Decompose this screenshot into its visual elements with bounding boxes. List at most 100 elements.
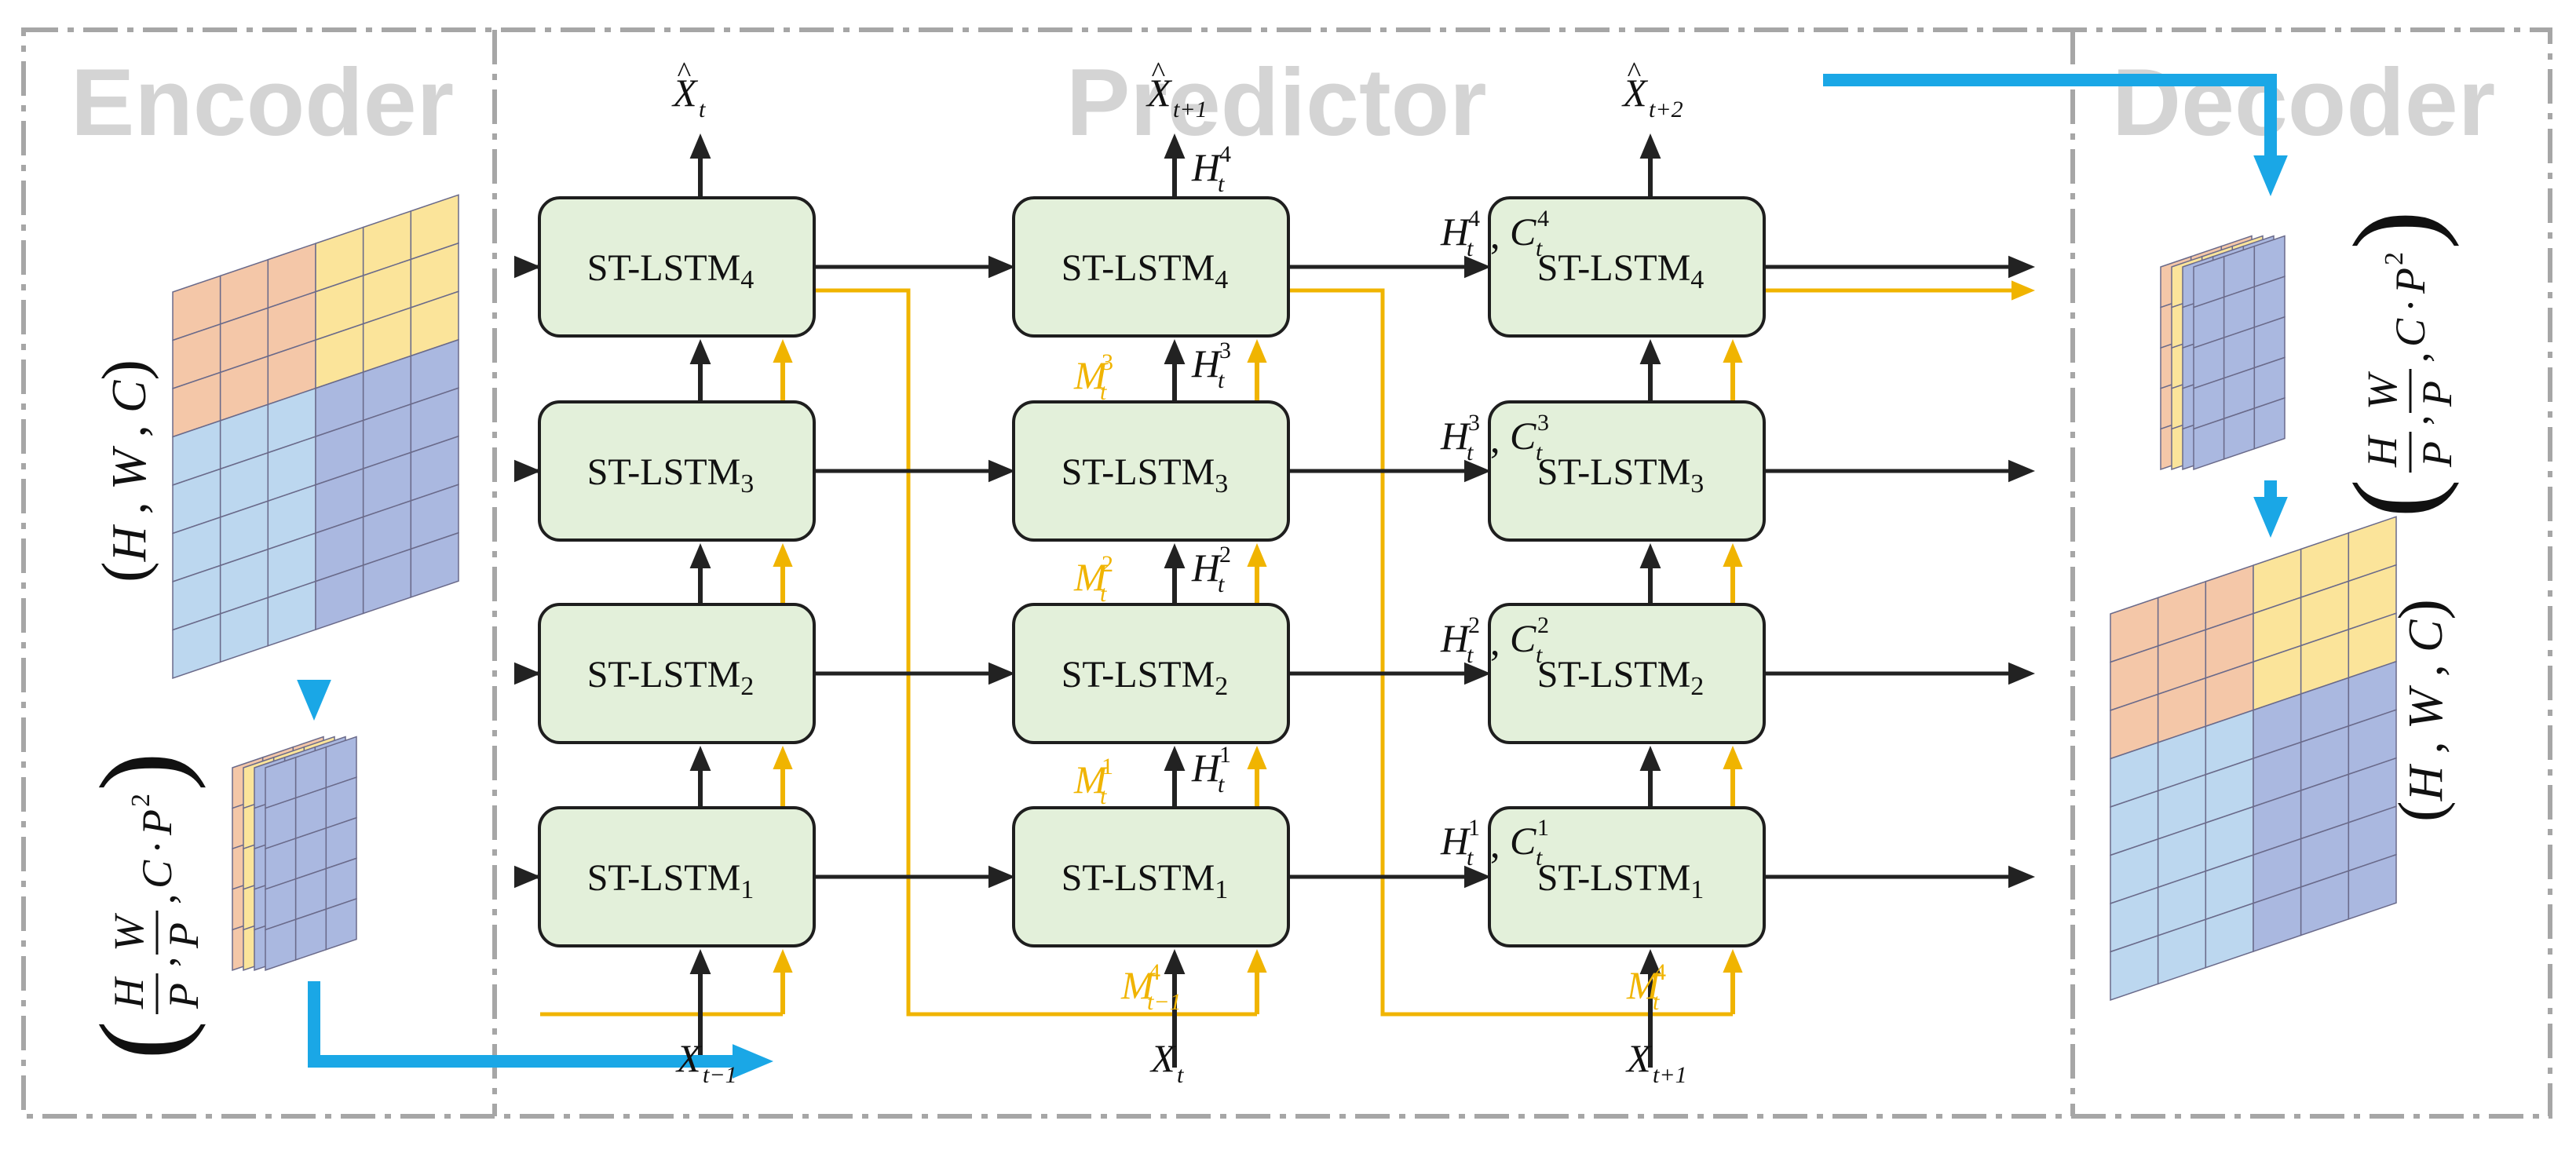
hc-h-label-1: H1t (1440, 815, 1480, 871)
st-lstm-cell: ST-LSTM1 (538, 806, 816, 947)
hc-c-label-2-sub: t (1536, 642, 1543, 668)
st-lstm-cell: ST-LSTM3 (1012, 400, 1290, 542)
st-lstm-cell-label: ST-LSTM2 (1061, 654, 1229, 701)
h-up-label-4: H4t (1191, 141, 1231, 197)
memory-up-c2-l3-head (1247, 339, 1267, 363)
xhat-t-label: X^t (671, 57, 706, 122)
encoder-input-shape-label: (H , W , C) (90, 360, 159, 582)
xhat-t1-label-hat: ^ (1152, 57, 1166, 89)
st-lstm-cell: ST-LSTM1 (1488, 806, 1766, 947)
h-up-label-4-base: H (1191, 145, 1222, 189)
output-state-l4-head (2008, 255, 2035, 279)
memory-up-c3-l1-head (1723, 746, 1743, 769)
st-lstm-cell-box (538, 400, 816, 542)
hc-h-label-1-sub: t (1467, 845, 1474, 871)
st-lstm-cell-box (538, 196, 816, 338)
hc-h-label-3-sub: t (1467, 440, 1474, 465)
hidden-state-c2-l4-head (1464, 255, 1491, 279)
state-flow-arrows (514, 133, 2035, 1068)
st-lstm-cell: ST-LSTM4 (1012, 196, 1290, 338)
x-tm1-label-sub: t−1 (703, 1062, 737, 1088)
xhat-t-label-hat: ^ (678, 57, 692, 89)
predictor-title: Predictor (1066, 49, 1487, 155)
h-up-label-1-sub: t (1218, 772, 1225, 798)
hidden-up-c3-l1-head (1639, 746, 1661, 771)
m-up-label-1-sub: t (1100, 783, 1107, 809)
xhat-t2-label-base: X (1621, 71, 1649, 115)
st-lstm-cell-label: ST-LSTM4 (1537, 247, 1705, 294)
hc-c-label-3-sup: 3 (1537, 410, 1549, 436)
hc-c-label-4-sub: t (1536, 235, 1543, 261)
xhat-t1-label-sub: t+1 (1173, 97, 1208, 122)
memory-cross-2 (1288, 288, 1733, 1017)
decoder-patch-shape-label-frac2-den: P (2413, 381, 2461, 407)
encoder-patch-shape-label-paren-r: ) (76, 752, 206, 791)
predictor-to-decoder-arrow-head (2253, 155, 2288, 196)
hc-h-label-3-sup: 3 (1468, 410, 1480, 436)
encoder-patch-shape-label-pow: 2 (126, 794, 155, 807)
xhat-t1-label: X^t+1 (1145, 57, 1208, 122)
memory-cross-1 (814, 288, 1257, 1017)
encoder-patch-shape-label-comma2: , (137, 894, 184, 905)
memory-flow-lines (540, 280, 2035, 1017)
st-lstm-cell: ST-LSTM2 (1012, 603, 1290, 744)
m-up-label-3-sup: 3 (1102, 349, 1113, 375)
encoder-patch-shape-label-last: C (133, 860, 181, 889)
hc-h-label-2-sub: t (1467, 642, 1474, 668)
st-lstm-cell: ST-LSTM4 (1488, 196, 1766, 338)
st-lstm-cell-box (1488, 400, 1766, 542)
hidden-up-c1-l2-head (689, 543, 711, 568)
st-lstm-cell-label: ST-LSTM1 (1061, 857, 1229, 904)
encoder-patch-shape-label-frac2-num: W (105, 912, 152, 951)
hidden-up-c3-l3-head (1639, 339, 1661, 364)
m-up-label-3-sub: t (1100, 379, 1107, 405)
decoder-patch-shape-label-pow: 2 (2380, 252, 2409, 265)
st-lstm-cell-box (1012, 196, 1290, 338)
memory-up-c3-l3-head (1723, 339, 1743, 363)
decoder-patch-stack (2160, 235, 2286, 471)
xhat-t2-label-sub: t+2 (1649, 97, 1683, 122)
memory-up-c2-l1-head (1247, 746, 1267, 769)
hc-c-label-3-sub: t (1536, 440, 1543, 465)
h-up-label-4-sup: 4 (1219, 141, 1231, 167)
hidden-state-c2-l3-head (1464, 459, 1491, 483)
encoder-decoder-flow (297, 74, 2288, 1079)
decoder-patch-shape-label-frac1-den: P (2413, 441, 2461, 468)
memory-up-c1-l3-head (773, 339, 793, 363)
m-cross-label-1: M4t−1 (1120, 959, 1182, 1015)
hc-comma-3: , (1490, 417, 1500, 461)
st-lstm-cell-label: ST-LSTM3 (1061, 451, 1229, 498)
hidden-up-c1-l1-head (689, 746, 711, 771)
decoder-patch-shape-label-paren-l: ( (2329, 479, 2460, 518)
encoder-down-arrow-head (297, 680, 331, 721)
output-state-l2-head (2008, 662, 2035, 685)
decoder-output-tensor (2110, 516, 2397, 1002)
encoder-patch-shape-label-comma1: , (137, 957, 184, 968)
st-lstm-cell-label: ST-LSTM3 (587, 451, 755, 498)
h-up-label-2: H2t (1191, 542, 1231, 597)
memory-up-c3-l2-head (1723, 543, 1743, 567)
hc-h-label-4-sub: t (1467, 235, 1474, 261)
st-lstm-cell-label: ST-LSTM2 (587, 654, 755, 701)
decoder-output-shape-label-text: (H , W , C) (2387, 599, 2456, 822)
hc-h-label-4-base: H (1440, 210, 1471, 254)
hidden-up-c1-l3-head (689, 339, 711, 364)
m-up-label-2: M2t (1073, 551, 1113, 607)
xhat-t-label-sub: t (699, 97, 706, 122)
st-lstm-cell-box (1488, 196, 1766, 338)
hc-h-label-1-base: H (1440, 819, 1471, 863)
h-up-label-1-sup: 1 (1219, 742, 1231, 768)
encoder-to-predictor-arrow (308, 981, 741, 1068)
decoder-down-arrow-head (2253, 497, 2288, 538)
st-lstm-cell-box (1012, 603, 1290, 744)
hidden-state-c1-l4-head (988, 255, 1015, 279)
h-up-label-2-sup: 2 (1219, 542, 1231, 568)
decoder-title: Decoder (2112, 49, 2495, 155)
hc-comma-4: , (1490, 213, 1500, 257)
m-cross-label-1-base: M (1120, 963, 1156, 1007)
m-up-label-2-sub: t (1100, 581, 1107, 607)
m-cross-label-2-base: M (1626, 963, 1661, 1007)
xhat-t2-label: X^t+2 (1621, 57, 1683, 122)
